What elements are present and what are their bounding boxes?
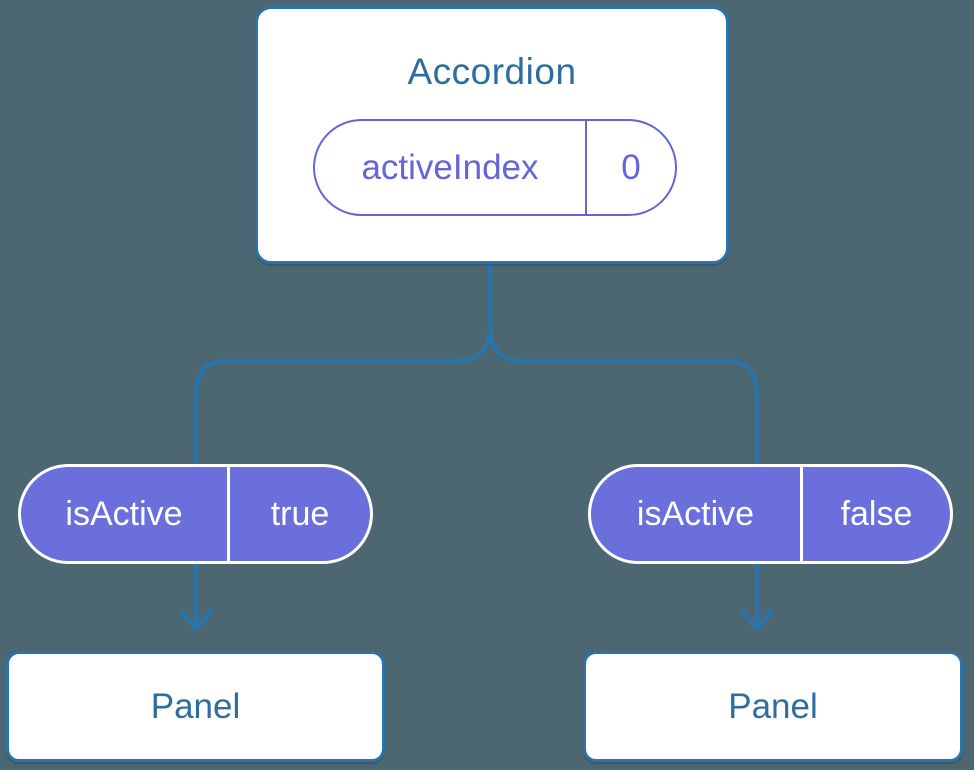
prop-name-label: isActive bbox=[591, 467, 803, 561]
connector-right-branch bbox=[487, 255, 760, 630]
state-pill-activeindex: activeIndex 0 bbox=[313, 119, 677, 216]
component-name-accordion: Accordion bbox=[407, 51, 577, 92]
arrowhead-left-icon bbox=[178, 608, 214, 632]
prop-value-label: false bbox=[840, 494, 913, 533]
arrowhead-right-icon bbox=[739, 608, 775, 632]
prop-pill-isactive-true: isActive true bbox=[18, 464, 373, 564]
state-name-label: activeIndex bbox=[315, 121, 587, 214]
accordion-component-card: Accordion activeIndex 0 bbox=[255, 6, 729, 264]
panel-component-card-left: Panel bbox=[6, 651, 385, 762]
prop-pill-isactive-false: isActive false bbox=[588, 464, 953, 564]
connector-left-branch bbox=[193, 255, 493, 630]
prop-name-label: isActive bbox=[21, 467, 230, 561]
state-value-label: 0 bbox=[621, 147, 641, 187]
prop-value-label: true bbox=[270, 494, 330, 533]
panel-component-card-right: Panel bbox=[583, 651, 963, 762]
